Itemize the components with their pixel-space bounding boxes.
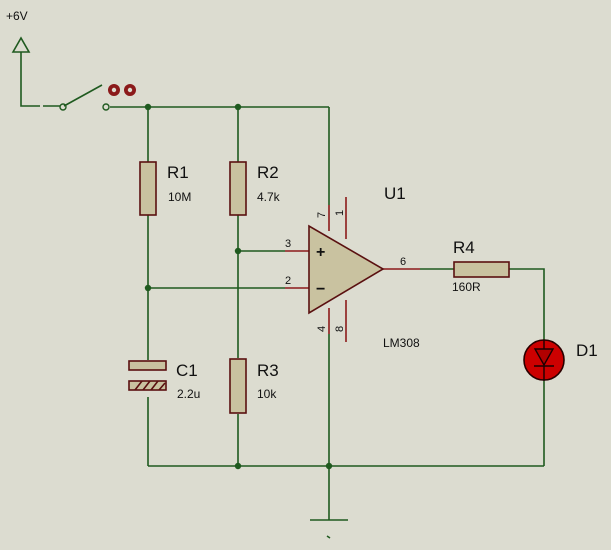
junctions — [144, 103, 333, 470]
r1-ref: R1 — [167, 163, 189, 182]
capacitor-plate-top — [128, 360, 167, 371]
r2-value: 4.7k — [257, 190, 281, 204]
u1-pin7-label: 7 — [316, 212, 328, 218]
resistor-body — [139, 161, 157, 216]
ground-tick — [326, 535, 331, 539]
u1-ref: U1 — [384, 184, 406, 203]
led-d1[interactable]: D1 — [523, 339, 598, 381]
capacitor-hatch — [134, 380, 166, 391]
ground-terminal[interactable] — [310, 519, 348, 539]
opamp-minus-sign: − — [316, 281, 325, 298]
resistor-body — [453, 261, 510, 278]
r4-ref: R4 — [453, 238, 475, 257]
wire-r4-d1 — [509, 268, 545, 340]
switch-lever — [63, 84, 103, 107]
junction — [234, 103, 242, 111]
switch-indicator-core — [127, 87, 133, 93]
u1-pin3-label: 3 — [285, 238, 291, 250]
opamp-u1[interactable]: + − 3 2 6 7 1 4 8 U1 LM308 — [285, 184, 420, 350]
resistor-r2[interactable]: R2 4.7k — [229, 161, 281, 216]
resistor-r4[interactable]: R4 160R — [452, 238, 510, 294]
opamp-plus-sign: + — [316, 244, 325, 261]
r4-value: 160R — [452, 280, 481, 294]
power-label: +6V — [6, 9, 28, 23]
wire-supply — [20, 52, 40, 107]
r3-value: 10k — [257, 387, 277, 401]
capacitor-c1[interactable]: C1 2.2u — [128, 360, 200, 401]
c1-ref: C1 — [176, 361, 198, 380]
r3-ref: R3 — [257, 361, 279, 380]
junction — [144, 103, 152, 111]
u1-pin6-label: 6 — [400, 256, 406, 268]
resistor-r3[interactable]: R3 10k — [229, 358, 279, 414]
u1-pin1-label: 1 — [334, 210, 346, 216]
switch-contact-right — [102, 103, 110, 111]
u1-pin2-label: 2 — [285, 275, 291, 287]
opamp-triangle-icon — [308, 224, 385, 315]
resistor-body — [229, 161, 247, 216]
u1-pin8-label: 8 — [334, 326, 346, 332]
power-arrow-icon — [11, 36, 31, 53]
u1-part: LM308 — [383, 336, 420, 350]
r2-ref: R2 — [257, 163, 279, 182]
junction — [234, 462, 242, 470]
switch-contact-left — [59, 103, 67, 111]
junction — [144, 284, 152, 292]
junction — [325, 462, 333, 470]
d1-ref: D1 — [576, 341, 598, 360]
u1-pin4-label: 4 — [316, 326, 328, 332]
r1-value: 10M — [168, 190, 191, 204]
c1-value: 2.2u — [177, 387, 200, 401]
resistor-body — [229, 358, 247, 414]
switch-indicator-core — [111, 87, 117, 93]
switch-sw1[interactable] — [43, 84, 136, 111]
resistor-r1[interactable]: R1 10M — [139, 161, 191, 216]
junction — [234, 247, 242, 255]
power-terminal[interactable]: +6V — [6, 9, 31, 53]
